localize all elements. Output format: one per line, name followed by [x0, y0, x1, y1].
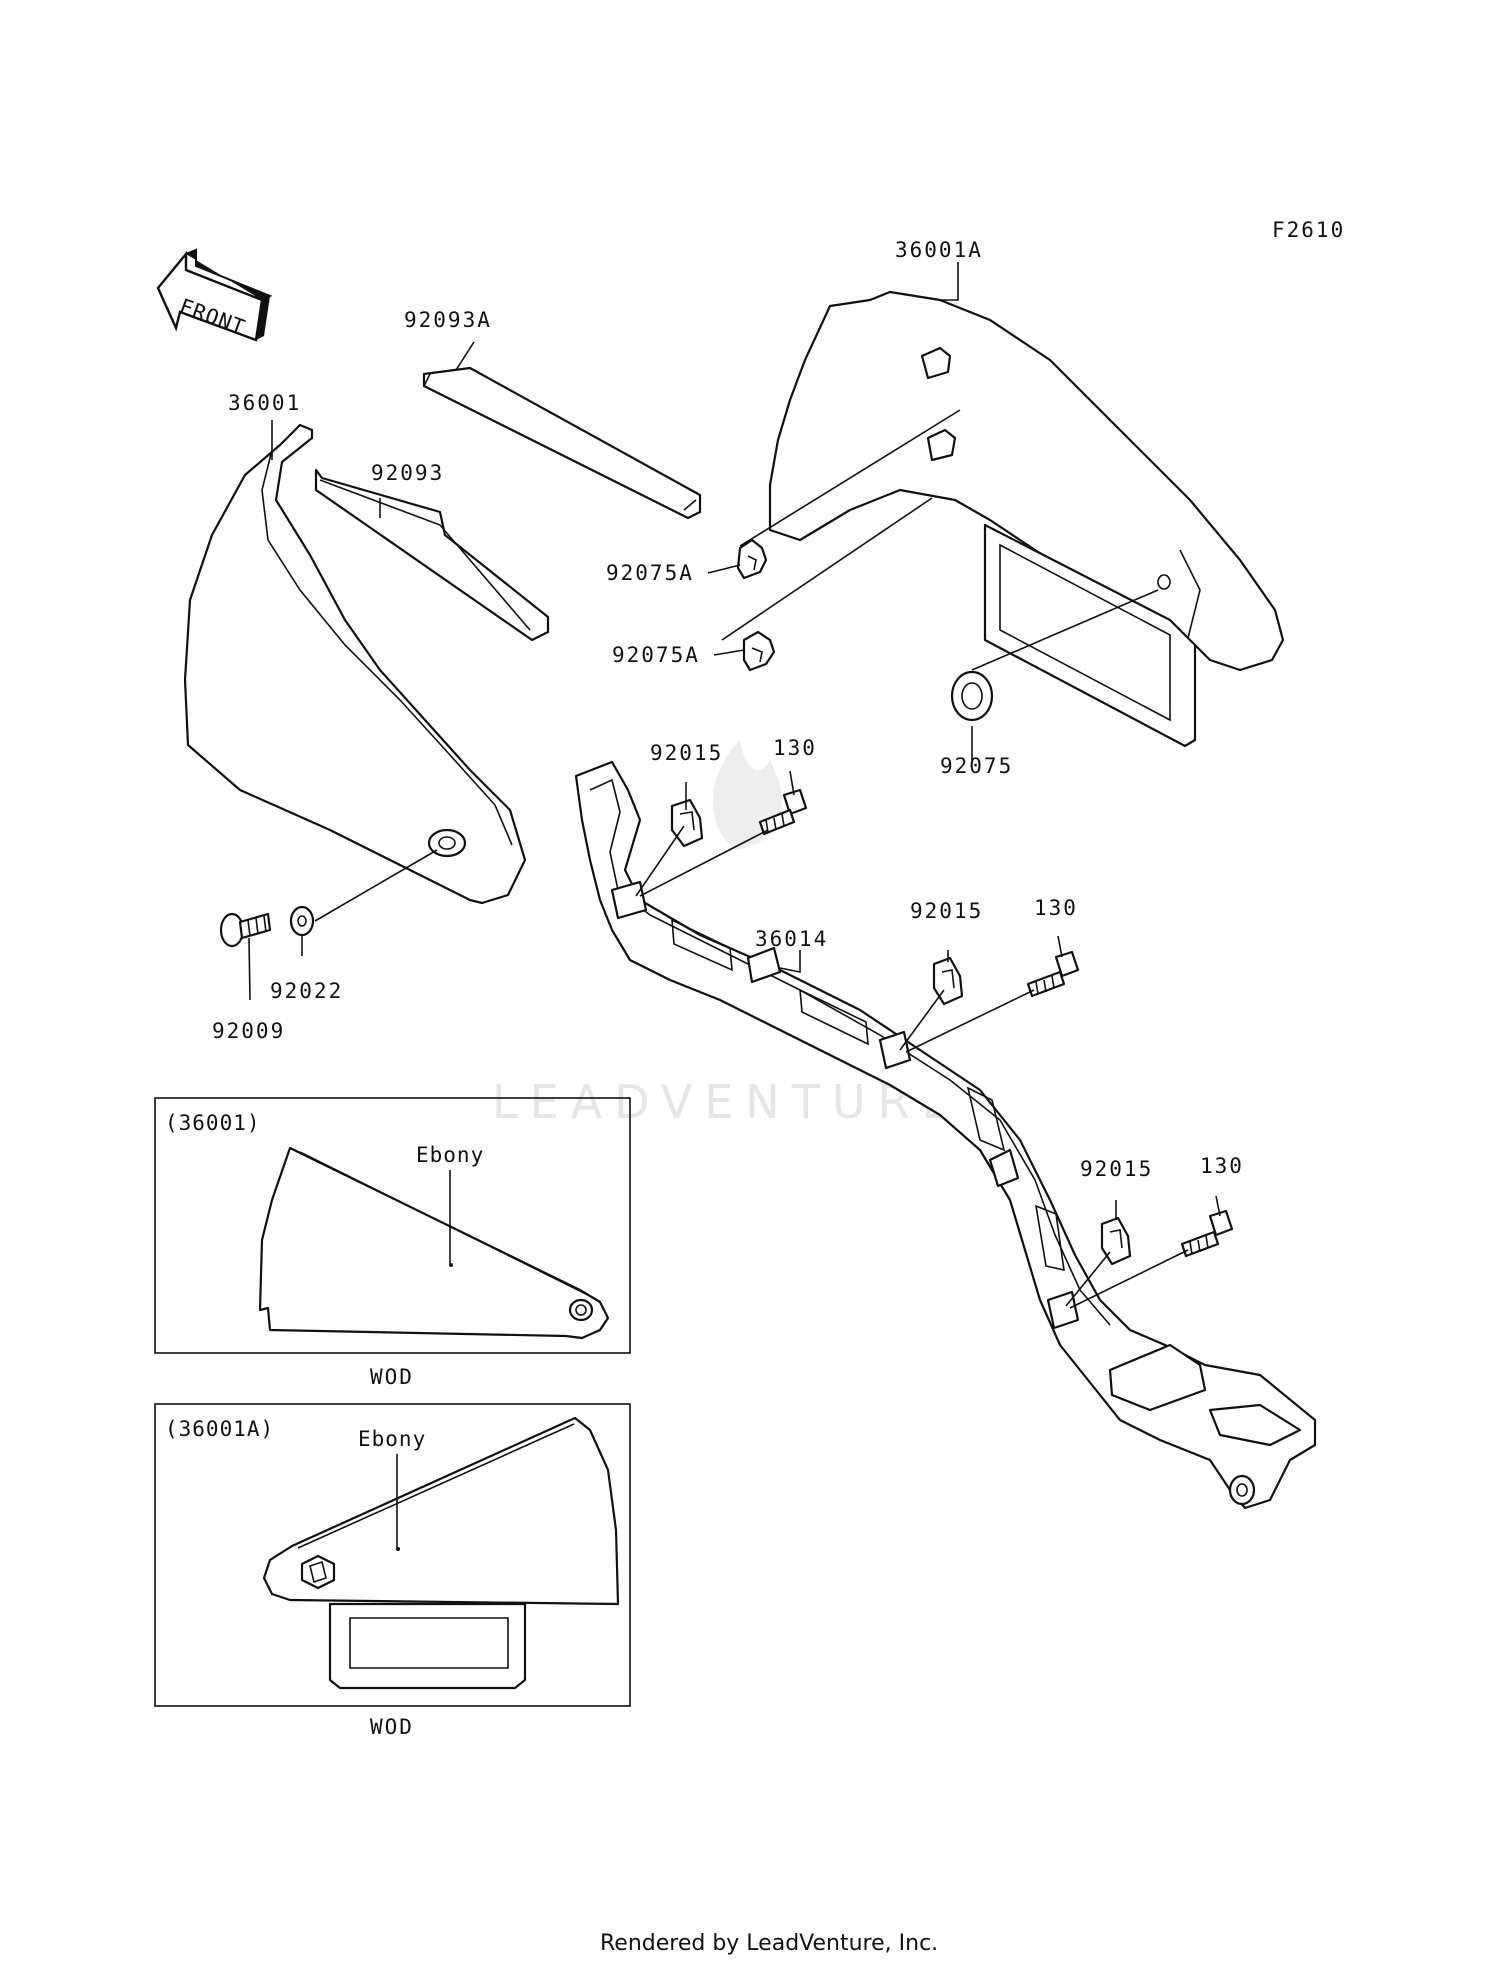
strip-92093A: [422, 366, 702, 520]
label-92075A-2: 92075A: [612, 643, 700, 667]
inset-36001A-color-label: Ebony: [358, 1427, 426, 1451]
label-92009: 92009: [212, 1019, 285, 1043]
leader-lines: [248, 262, 1221, 1309]
label-130-2: 130: [1034, 896, 1078, 920]
footer-credit: Rendered by LeadVenture, Inc.: [600, 1931, 938, 1956]
watermark: LEADVENTURE: [492, 740, 963, 1129]
side-cover-36001A: [768, 290, 1285, 748]
watermark-text: LEADVENTURE: [492, 1075, 963, 1129]
figure-code: F2610: [1272, 218, 1345, 242]
label-92022: 92022: [270, 979, 343, 1003]
inset-36001-frame: [154, 1097, 631, 1354]
label-92093A: 92093A: [404, 308, 492, 332]
label-92075A-1: 92075A: [606, 561, 694, 585]
label-36001: 36001: [228, 391, 301, 415]
clip-92075A-1: [736, 538, 768, 580]
strip-92093: [314, 468, 550, 642]
inset-36001A-ref: (36001A): [165, 1417, 274, 1441]
washer-92022: [289, 905, 315, 937]
inset-36001A: (36001A) Ebony WOD: [154, 1403, 631, 1739]
inset-36001: (36001) Ebony WOD: [154, 1097, 631, 1389]
bracket-36014: [574, 760, 1317, 1510]
label-92015-1: 92015: [650, 741, 723, 765]
label-36001A: 36001A: [895, 238, 983, 262]
inset-36001-color-label: Ebony: [416, 1143, 484, 1167]
grommet-92075: [950, 670, 994, 722]
front-arrow-icon: FRONT: [156, 248, 273, 342]
label-36014: 36014: [755, 927, 828, 951]
inset-36001A-frame: [154, 1403, 631, 1707]
side-cover-36001: [183, 423, 527, 905]
nut-92015-1: [670, 798, 704, 848]
label-92093: 92093: [371, 461, 444, 485]
inset-36001-ref: (36001): [165, 1111, 261, 1135]
inset-36001A-caption: WOD: [370, 1715, 414, 1739]
inset-36001-caption: WOD: [370, 1365, 414, 1389]
bolt-130-2: [1026, 950, 1080, 998]
label-92015-3: 92015: [1080, 1157, 1153, 1181]
nut-92015-2: [932, 956, 964, 1006]
screw-92009: [219, 912, 272, 948]
label-130-3: 130: [1200, 1154, 1244, 1178]
label-92075: 92075: [940, 754, 1013, 778]
clip-92075A-2: [742, 630, 776, 672]
bolt-130-3: [1180, 1209, 1234, 1258]
bolt-130-1: [758, 788, 808, 836]
label-130-1: 130: [773, 736, 817, 760]
label-92015-2: 92015: [910, 899, 983, 923]
